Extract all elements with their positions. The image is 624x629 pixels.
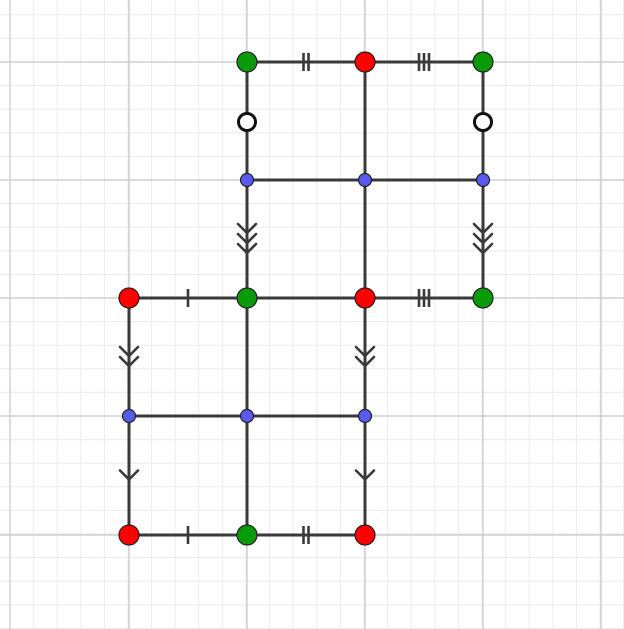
arrow-mark bbox=[472, 242, 494, 255]
blue-vertex bbox=[475, 172, 491, 188]
blue-vertex bbox=[239, 172, 255, 188]
arrow-mark bbox=[354, 469, 376, 481]
blue-vertex bbox=[239, 408, 255, 424]
red-vertex bbox=[118, 524, 140, 546]
red-vertex bbox=[354, 524, 376, 546]
arrow-mark bbox=[472, 232, 494, 245]
arrow-mark bbox=[472, 222, 494, 235]
blue-vertex bbox=[357, 172, 373, 188]
green-vertex bbox=[472, 51, 494, 73]
hole-marker bbox=[237, 112, 257, 132]
arrow-mark bbox=[236, 232, 258, 245]
blue-vertex bbox=[121, 408, 137, 424]
vertex-layer bbox=[118, 51, 494, 546]
arrow-mark bbox=[118, 345, 140, 358]
red-vertex bbox=[354, 287, 376, 309]
arrow-mark bbox=[118, 469, 140, 481]
green-vertex bbox=[236, 51, 258, 73]
arrow-mark bbox=[354, 355, 376, 368]
red-vertex bbox=[118, 287, 140, 309]
green-vertex bbox=[472, 287, 494, 309]
blue-vertex bbox=[357, 408, 373, 424]
red-vertex bbox=[354, 51, 376, 73]
edge-mark-layer bbox=[118, 53, 494, 544]
arrow-mark bbox=[236, 242, 258, 255]
hole-marker bbox=[473, 112, 493, 132]
arrow-mark bbox=[354, 345, 376, 358]
hole-marker-layer bbox=[237, 112, 493, 132]
green-vertex bbox=[236, 287, 258, 309]
arrow-mark bbox=[236, 222, 258, 235]
green-vertex bbox=[236, 524, 258, 546]
arrow-mark bbox=[118, 355, 140, 368]
